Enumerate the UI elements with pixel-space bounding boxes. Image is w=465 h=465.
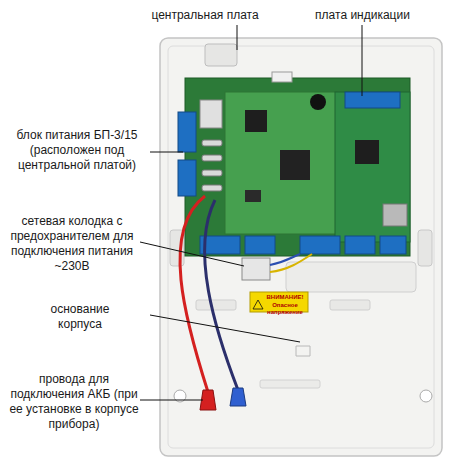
part-label: основание корпуса: [30, 302, 130, 332]
mains-terminal: [242, 258, 270, 280]
enclosure-rib: [196, 300, 236, 310]
terminal-block: [380, 236, 406, 254]
fuse: [202, 140, 222, 146]
part-label: блок питания БП-3/15 (расположен под цен…: [4, 128, 150, 173]
warning-text: ВНИМАНИЕ!: [262, 294, 308, 301]
chip: [245, 110, 267, 132]
chip: [245, 190, 261, 202]
relay: [200, 100, 222, 128]
chip: [355, 140, 379, 164]
connector: [272, 72, 292, 82]
terminal-block: [178, 112, 196, 152]
enclosure-rib: [330, 300, 370, 310]
part-label: центральная плата: [145, 8, 265, 23]
enclosure-rim: [168, 46, 434, 448]
enclosure-base: [160, 38, 442, 456]
terminal-block: [178, 160, 196, 196]
warning-text: Опасное напряжение: [262, 302, 308, 316]
battery-wire: [180, 196, 208, 392]
buzzer: [310, 94, 326, 110]
keyhole: [420, 390, 432, 402]
part-label: плата индикации: [305, 8, 420, 23]
chip: [280, 150, 310, 180]
mounting-slot: [205, 44, 237, 66]
terminal-block: [345, 92, 400, 108]
fuse: [202, 155, 222, 161]
battery-wire: [205, 200, 238, 390]
terminal-block: [245, 236, 275, 254]
mains-wire: [270, 254, 312, 272]
ethernet-port: [383, 204, 407, 226]
fuse: [202, 185, 222, 191]
latch: [296, 346, 310, 356]
leader-line: [362, 25, 363, 96]
central-board: [225, 92, 337, 234]
warning-symbol: [253, 300, 263, 309]
leader-line: [150, 152, 183, 153]
indication-board: [335, 92, 410, 242]
wire-terminal: [230, 388, 246, 406]
fuse: [202, 170, 222, 176]
leader-line: [237, 25, 238, 50]
part-label: провода для подключения АКБ (при ее уста…: [4, 372, 144, 432]
enclosure-rib: [260, 380, 320, 388]
leader-line: [150, 315, 300, 342]
leader-line: [140, 242, 244, 266]
part-label: сетевая колодка с предохранителем для по…: [8, 214, 136, 274]
mounting-slot: [418, 230, 432, 266]
enclosure-rib: [286, 262, 416, 292]
terminal-block: [300, 236, 340, 254]
terminal-block: [345, 236, 375, 254]
leader-line: [140, 400, 203, 401]
power-supply-board: [185, 78, 410, 256]
